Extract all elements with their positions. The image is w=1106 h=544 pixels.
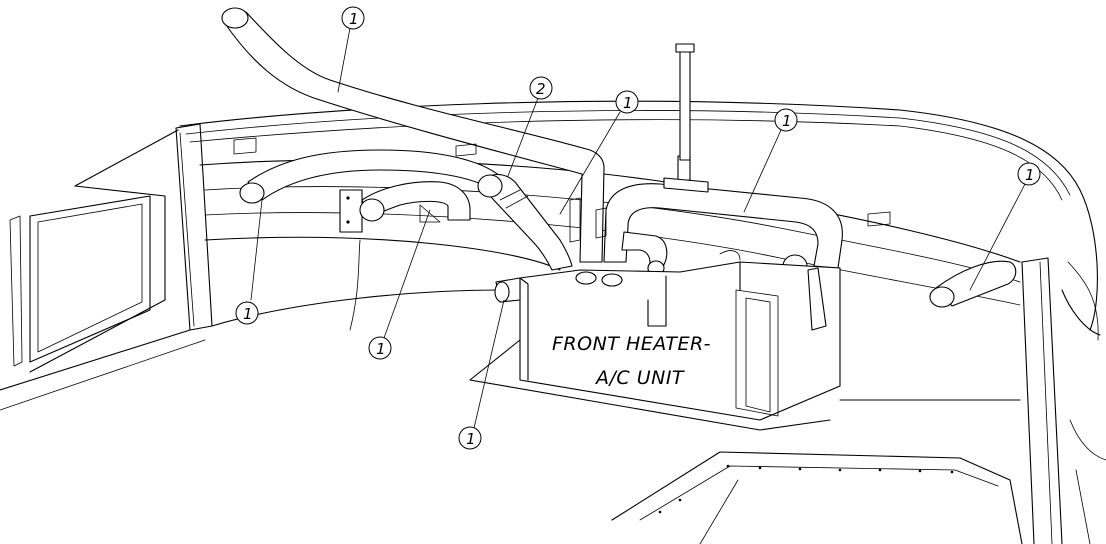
callout-center-duct-number: 2	[536, 80, 546, 98]
top-long-duct	[221, 7, 605, 263]
callout-left-inner-duct: 1	[368, 336, 392, 360]
callout-top-duct-number: 1	[349, 10, 359, 28]
callout-center-duct: 2	[529, 76, 553, 100]
callout-unit-intake-number: 1	[466, 430, 476, 448]
right-u-duct	[603, 183, 843, 278]
floor-outline	[211, 239, 1021, 431]
callout-diagonal-duct: 1	[615, 90, 639, 114]
right-pillar	[1021, 257, 1063, 544]
callout-leaders	[250, 27, 1026, 429]
callout-left-duct-number: 1	[243, 305, 253, 323]
callout-right-duct-number: 1	[782, 112, 792, 130]
lower-console-box	[611, 451, 1023, 544]
left-inner-duct	[339, 181, 471, 233]
far-right-duct	[929, 260, 1017, 308]
right-side-panel	[1061, 289, 1106, 544]
rail-brackets	[233, 137, 891, 243]
unit-label-line1: FRONT HEATER-	[552, 333, 711, 355]
front-heater-ac-unit: FRONT HEATER- A/C UNIT	[494, 250, 841, 421]
callout-diagonal-duct-number: 1	[623, 94, 633, 112]
callout-far-right-duct: 1	[1017, 162, 1041, 186]
unit-label-line2: A/C UNIT	[594, 367, 685, 389]
left-pillar	[175, 123, 213, 331]
callout-right-duct: 1	[774, 108, 798, 132]
left-duct	[239, 149, 501, 204]
center-diagonal-duct	[477, 173, 573, 271]
callout-left-inner-duct-number: 1	[376, 340, 386, 358]
callout-left-duct: 1	[235, 301, 259, 325]
callout-unit-intake: 1	[458, 426, 482, 450]
vertical-vent-post	[663, 43, 709, 193]
callout-top-duct: 1	[341, 6, 365, 30]
left-door-panel	[0, 129, 206, 411]
callout-far-right-duct-number: 1	[1025, 166, 1035, 184]
